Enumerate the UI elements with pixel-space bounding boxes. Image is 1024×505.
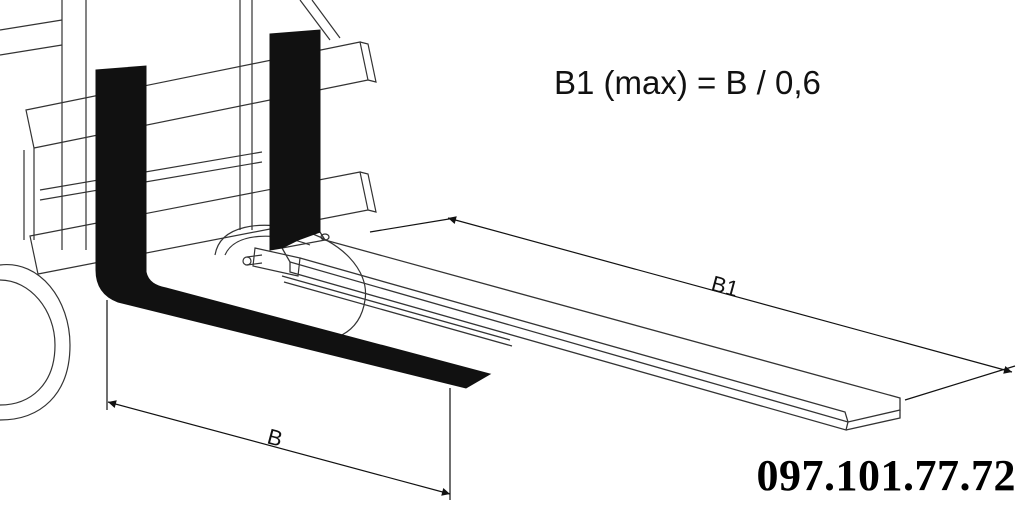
extended-fork: [280, 231, 901, 431]
carriage-lineart: [0, 0, 377, 421]
black-fork-shank: [269, 29, 321, 251]
dimension-b1: [369, 216, 1016, 401]
dimension-b: [106, 300, 451, 500]
dimension-b-label: B: [265, 424, 286, 452]
formula-text: B1 (max) = B / 0,6: [554, 64, 821, 101]
black-fork-short: [95, 65, 492, 389]
phone-number: 097.101.77.72: [756, 451, 1016, 500]
